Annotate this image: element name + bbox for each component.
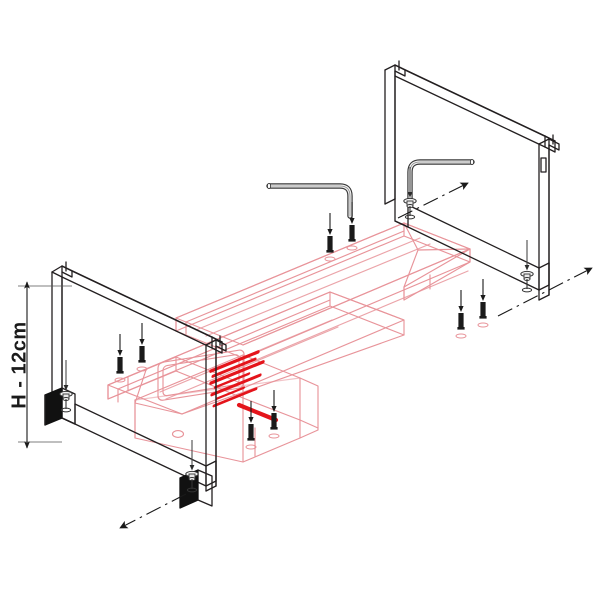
axis-line-upper-right bbox=[397, 182, 469, 219]
warning-label-decal bbox=[209, 350, 279, 423]
axis-lines bbox=[119, 182, 593, 529]
height-dimension-label: H - 12cm bbox=[8, 321, 30, 408]
slat-base-subassembly bbox=[107, 222, 471, 463]
axis-line-lower-left bbox=[119, 493, 187, 529]
height-dimension: H - 12cm bbox=[8, 281, 72, 449]
leg-frame-right bbox=[384, 60, 560, 301]
hex-key-left bbox=[266, 182, 353, 219]
axis-line-right bbox=[497, 267, 593, 317]
panel-notches bbox=[299, 377, 319, 439]
deck-guide-lines bbox=[159, 237, 469, 400]
